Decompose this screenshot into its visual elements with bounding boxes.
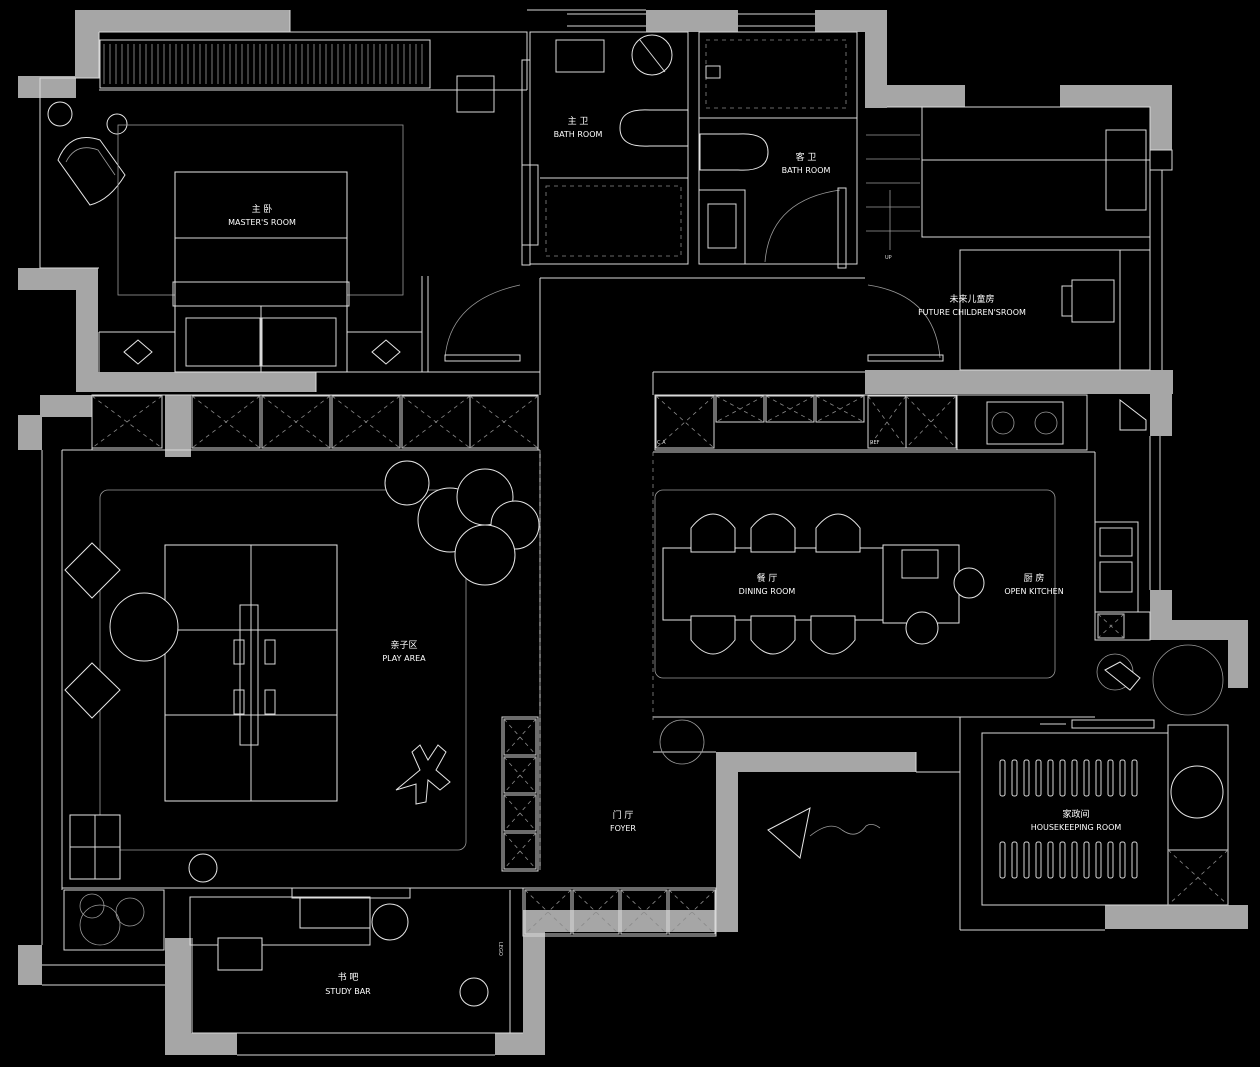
label-study-zh: 书 吧: [338, 972, 359, 983]
annotation-up: UP: [885, 255, 892, 261]
label-guest-bath-zh: 客 卫: [796, 151, 817, 163]
room-labels: 主 卧 MASTER'S ROOM 主 卫 BATH ROOM 客 卫 BATH…: [228, 115, 1121, 996]
label-housekeeping-en: HOUSEKEEPING ROOM: [1031, 823, 1122, 832]
outline: [39, 9, 1229, 1056]
label-study-en: STUDY BAR: [325, 987, 371, 996]
label-kitchen-en: OPEN KITCHEN: [1004, 587, 1063, 596]
label-housekeeping-zh: 家政间: [1062, 808, 1089, 820]
annotation-lego: LEGO: [497, 942, 503, 956]
label-foyer-en: FOYER: [610, 824, 636, 833]
label-master-bath-en: BATH ROOM: [554, 130, 603, 139]
cabinets: [91, 395, 1125, 935]
label-play-en: PLAY AREA: [382, 654, 426, 663]
annotation-ca: C.A: [657, 440, 666, 446]
annotation-ref: REF: [870, 440, 880, 446]
label-children-zh: 未来儿童房: [949, 293, 994, 305]
label-children-en: FUTURE CHILDREN'SROOM: [918, 308, 1026, 317]
label-dining-zh: 餐 厅: [757, 572, 778, 584]
label-master-zh: 主 卧: [252, 203, 273, 215]
label-play-zh: 亲子区: [390, 639, 417, 651]
furniture: [47, 34, 1224, 1007]
label-kitchen-zh: 厨 房: [1024, 572, 1045, 584]
label-dining-en: DINING ROOM: [739, 587, 796, 596]
label-foyer-zh: 门 厅: [613, 809, 634, 821]
label-master-en: MASTER'S ROOM: [228, 218, 296, 227]
walls: [18, 10, 1248, 1055]
label-guest-bath-en: BATH ROOM: [782, 166, 831, 175]
label-master-bath-zh: 主 卫: [568, 115, 589, 127]
